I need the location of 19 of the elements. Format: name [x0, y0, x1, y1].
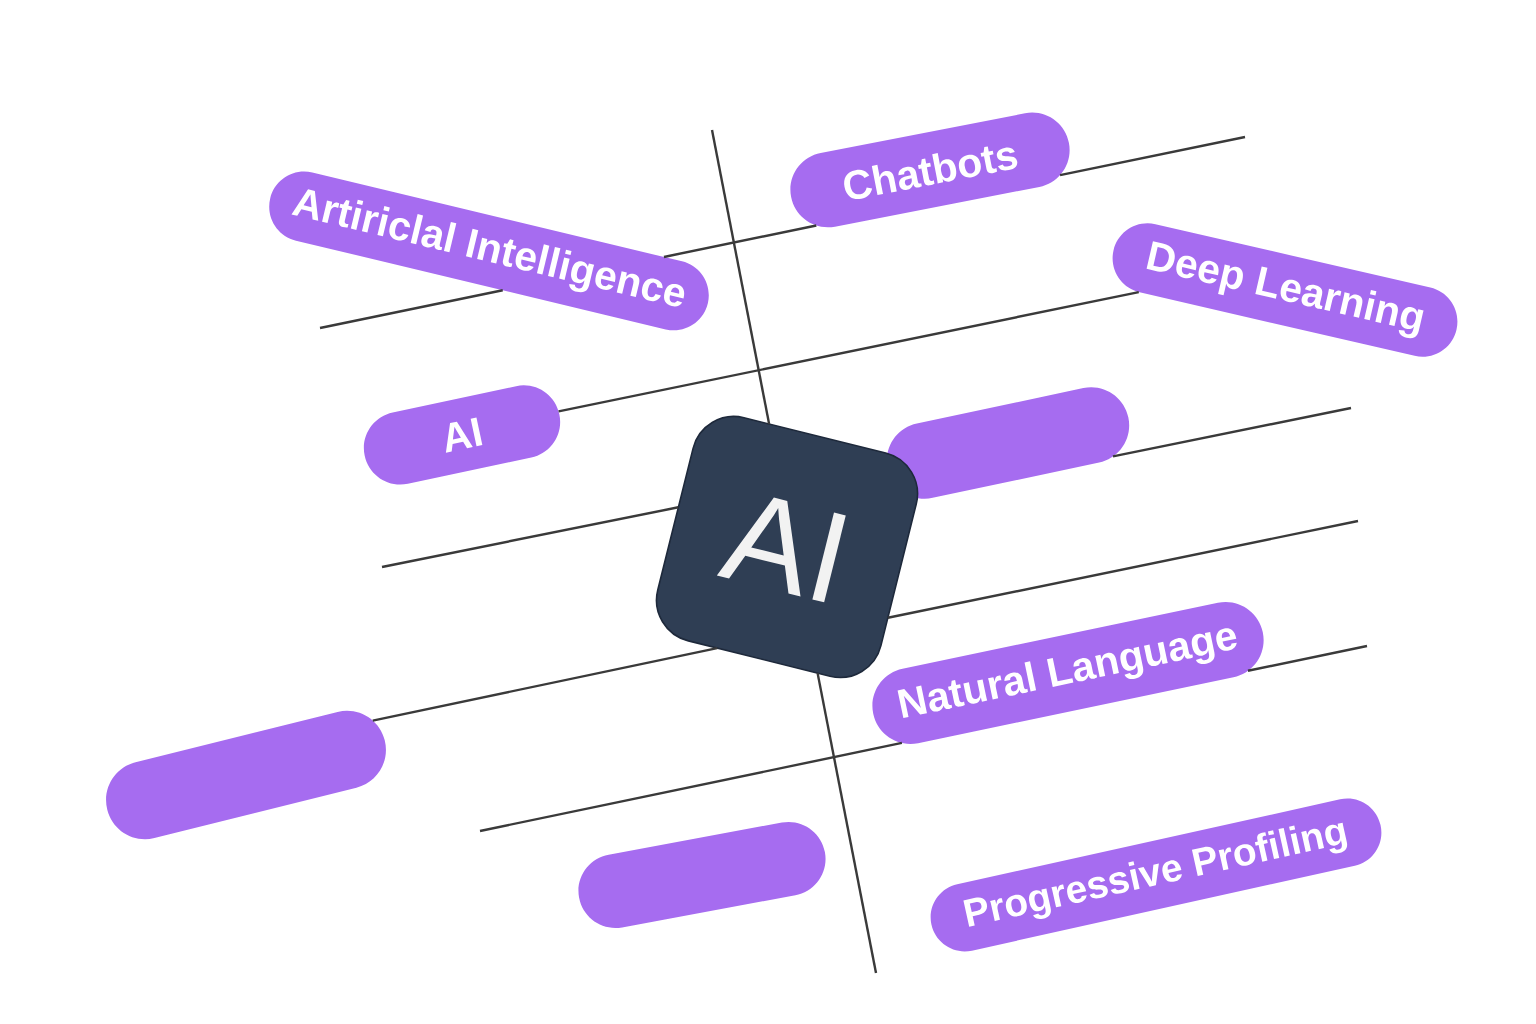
connector-line: [1112, 406, 1352, 458]
tag-pill: Natural Language: [872, 602, 1264, 744]
blank-pill: [578, 821, 826, 928]
connector-line: [1247, 644, 1368, 672]
connector-line: [372, 646, 718, 722]
tag-pill: AI: [363, 385, 561, 485]
connector-line: [816, 672, 878, 974]
blank-pill: [886, 387, 1130, 499]
connector-line: [663, 224, 817, 259]
connector-line: [479, 741, 903, 833]
icon-tile: AI: [655, 415, 919, 679]
connector-line: [710, 129, 771, 425]
tag-pill: Chatbots: [790, 112, 1070, 228]
blank-pill: [106, 710, 386, 840]
connector-line: [1059, 135, 1246, 177]
connector-line: [319, 289, 503, 330]
connector-line: [558, 290, 1139, 413]
connector-line: [381, 506, 679, 569]
connector-line: [887, 519, 1359, 619]
